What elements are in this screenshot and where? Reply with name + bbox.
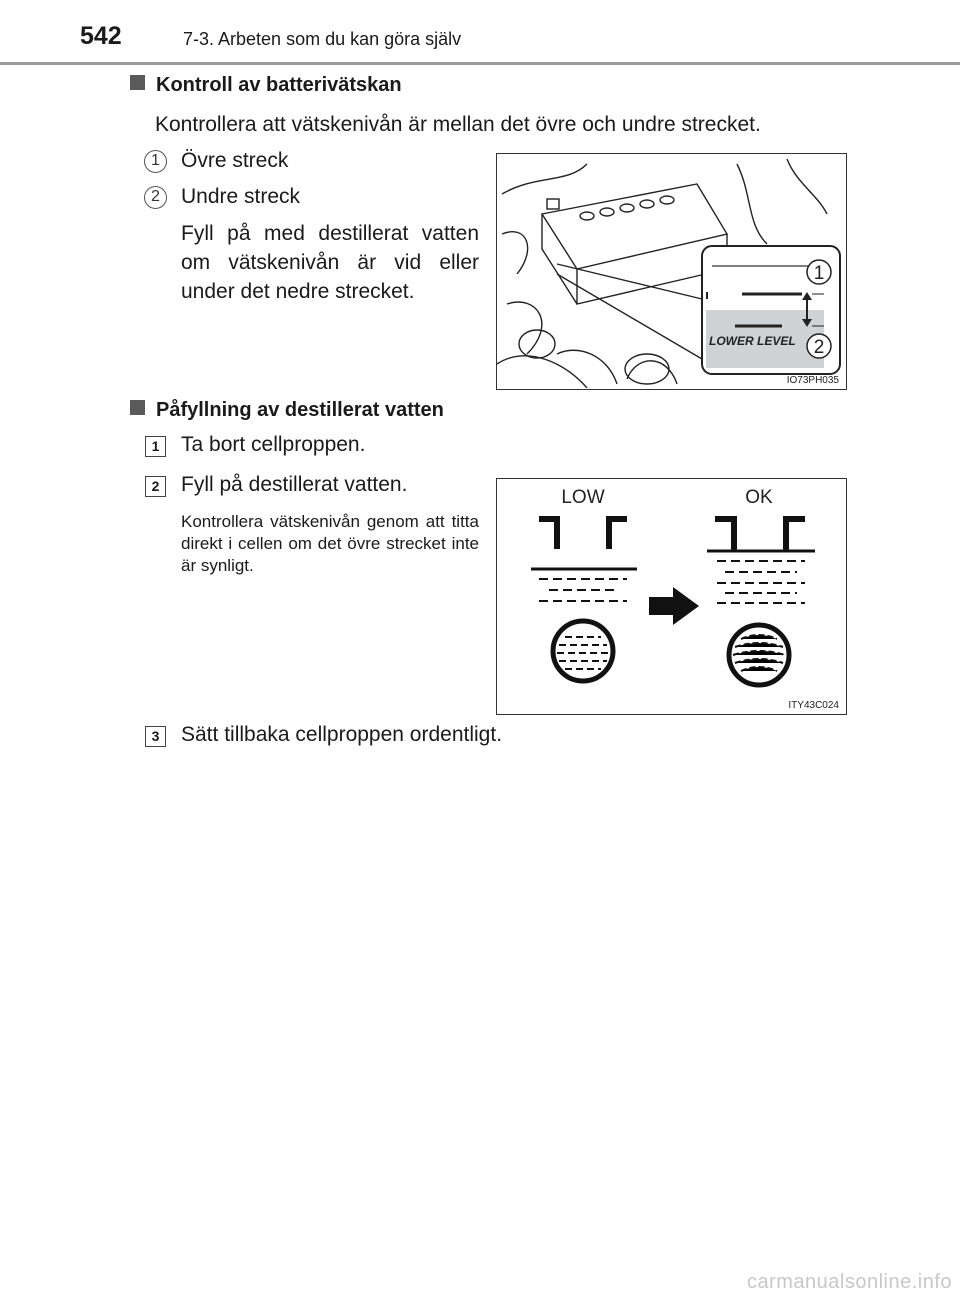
item-label-upper-line: Övre streck — [181, 149, 289, 172]
section-heading-text: Kontroll av batterivätskan — [156, 74, 402, 96]
fluid-level-figure: LOW OK — [496, 478, 847, 715]
section-heading-refill: Påfyllning av destillerat vatten — [130, 399, 444, 422]
step-text-3: Sätt tillbaka cellproppen ordentligt. — [181, 723, 503, 746]
step-number-3: 3 — [145, 726, 166, 747]
battery-figure: 1 2 LOWER LEVEL IO73PH035 — [496, 153, 847, 390]
step-text-1: Ta bort cellproppen. — [181, 433, 366, 456]
figure-callout-2-circle — [806, 333, 832, 359]
header-rule — [0, 62, 960, 65]
step-number-2: 2 — [145, 476, 166, 497]
figure-callout-1: 1 — [814, 263, 825, 284]
tip-text: Kontrollera vätskenivån genom att titta … — [181, 512, 479, 575]
intro-text: Kontrollera att vätskenivån är mellan de… — [155, 113, 761, 136]
square-bullet-icon — [130, 400, 145, 415]
ok-label: OK — [745, 487, 773, 508]
square-bullet-icon — [130, 75, 145, 90]
fluid-level-illustration: LOW OK — [531, 487, 839, 711]
step-number-1: 1 — [145, 436, 166, 457]
figure-callout-2: 2 — [814, 337, 825, 358]
watermark: carmanualsonline.info — [746, 1271, 952, 1293]
step-text-2: Fyll på destillerat vatten. — [181, 473, 408, 496]
callout-number-1: 1 — [144, 150, 167, 173]
chapter-title: 7-3. Arbeten som du kan göra själv — [183, 29, 462, 49]
section-heading-text: Påfyllning av destillerat vatten — [156, 399, 444, 421]
section-heading-battery-fluid: Kontroll av batterivätskan — [130, 74, 402, 97]
item-label-lower-line: Undre streck — [181, 185, 301, 208]
arrow-right-icon — [649, 587, 699, 625]
figure-code-1: IO73PH035 — [787, 375, 840, 386]
refill-note: Fyll på med destillerat vatten om vätske… — [181, 222, 479, 303]
page-number: 542 — [80, 22, 122, 50]
figure-code-2: ITY43C024 — [788, 700, 839, 711]
figure-callout-1-circle — [806, 259, 832, 285]
low-label: LOW — [561, 487, 604, 508]
battery-illustration: 1 2 LOWER LEVEL IO73PH035 — [496, 158, 841, 389]
lower-level-label: LOWER LEVEL — [709, 334, 796, 348]
callout-number-2: 2 — [144, 186, 167, 209]
